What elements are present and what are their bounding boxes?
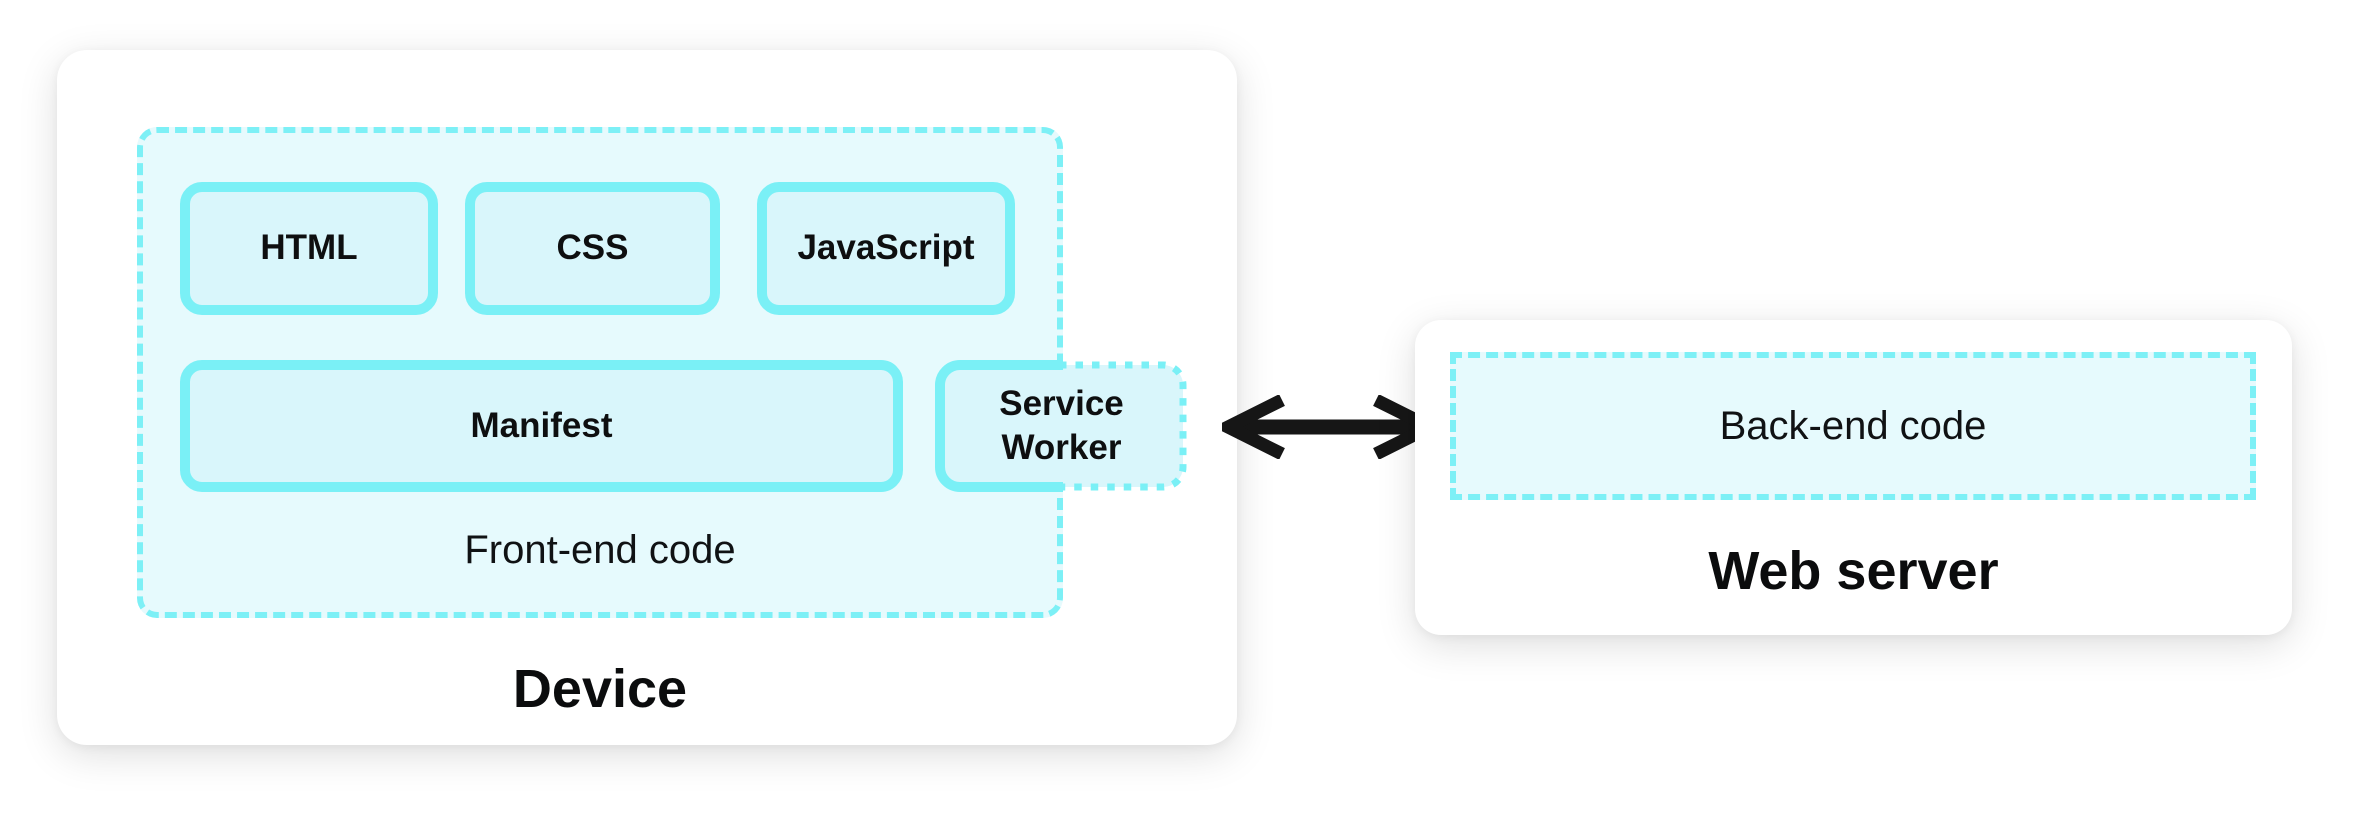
web-server-card: Back-end code Web server [1415, 320, 2292, 635]
backend-box: Back-end code [1450, 352, 2256, 500]
manifest-box: Manifest [180, 360, 903, 492]
javascript-box: JavaScript [757, 182, 1015, 315]
html-box: HTML [180, 182, 438, 315]
html-box-label: HTML [260, 228, 358, 268]
css-box: CSS [465, 182, 720, 315]
manifest-box-label: Manifest [470, 405, 613, 445]
backend-label: Back-end code [1719, 403, 1987, 448]
service-worker-box: Service Worker [935, 360, 1188, 492]
bidirectional-arrow-icon [1222, 395, 1436, 459]
frontend-label: Front-end code [464, 528, 736, 572]
service-worker-box-label: Service Worker [999, 383, 1124, 467]
javascript-box-label: JavaScript [797, 228, 975, 268]
service-worker-outline [935, 360, 1187, 492]
service-worker-solid-border [935, 360, 1063, 492]
device-title: Device [512, 659, 688, 719]
web-server-title: Web server [1708, 541, 1999, 601]
css-box-label: CSS [556, 228, 629, 268]
device-card: HTML CSS JavaScript Manifest Servi [57, 50, 1237, 745]
